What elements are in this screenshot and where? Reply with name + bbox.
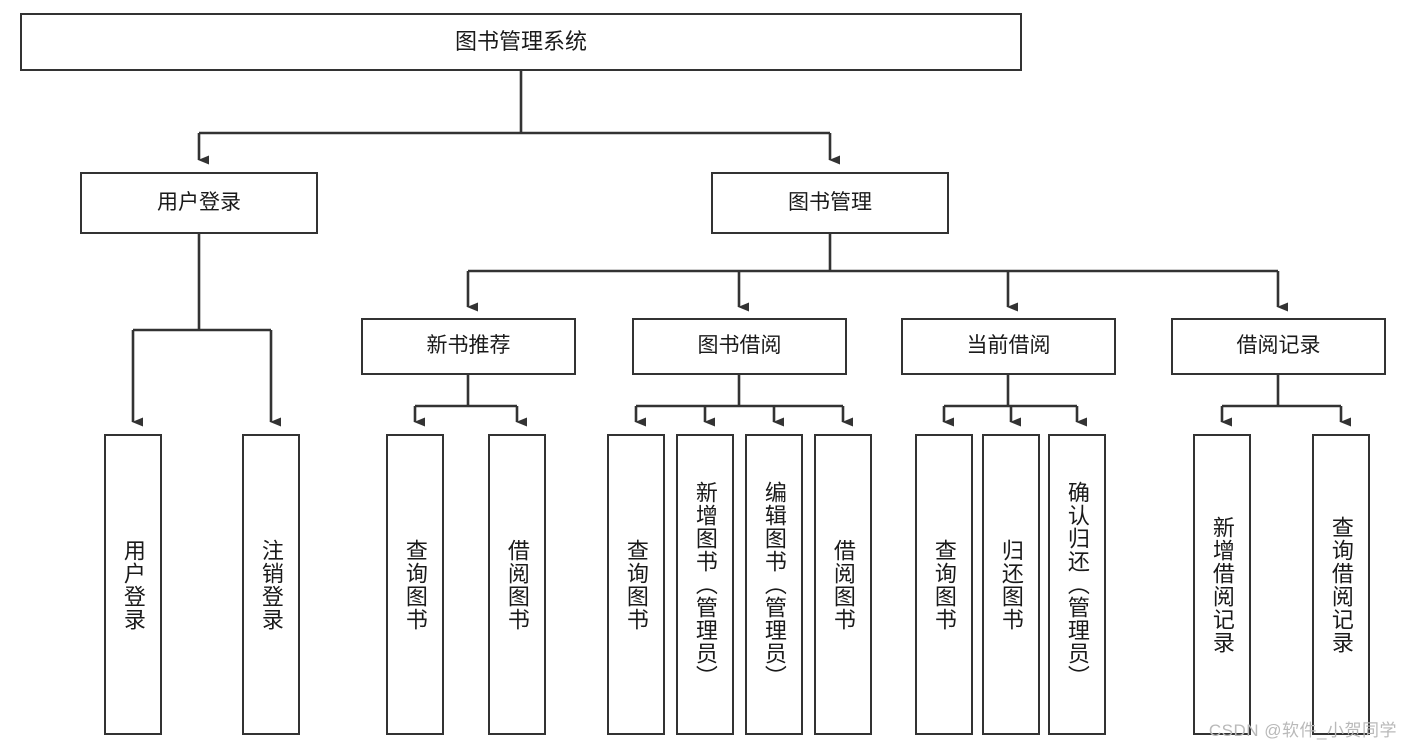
node-label: 编辑图书（管理员） (761, 481, 787, 688)
leaf-borrow-record-query[interactable]: 查询借阅记录 (1312, 434, 1370, 735)
node-label: 借阅记录 (1236, 334, 1321, 358)
leaf-new-book-borrow[interactable]: 借阅图书 (488, 434, 546, 735)
node-current-borrow[interactable]: 当前借阅 (901, 318, 1116, 375)
leaf-current-borrow-query[interactable]: 查询图书 (915, 434, 973, 735)
leaf-book-borrow-edit[interactable]: 编辑图书（管理员） (745, 434, 803, 735)
node-label: 新增图书（管理员） (692, 481, 718, 688)
node-new-book-recommend[interactable]: 新书推荐 (361, 318, 576, 375)
node-label: 当前借阅 (966, 334, 1051, 358)
node-user-login[interactable]: 用户登录 (80, 172, 318, 234)
node-label: 用户登录 (157, 190, 241, 214)
node-label: 图书借阅 (697, 334, 782, 358)
node-label: 图书管理系统 (454, 29, 587, 55)
node-label: 用户登录 (120, 538, 146, 631)
leaf-user-login-signout[interactable]: 注销登录 (242, 434, 300, 735)
node-book-management[interactable]: 图书管理 (711, 172, 949, 234)
leaf-book-borrow-query[interactable]: 查询图书 (607, 434, 665, 735)
node-label: 借阅图书 (504, 538, 530, 631)
node-label: 借阅图书 (830, 538, 856, 631)
leaf-current-borrow-return[interactable]: 归还图书 (982, 434, 1040, 735)
node-book-borrow[interactable]: 图书借阅 (632, 318, 847, 375)
leaf-user-login-signin[interactable]: 用户登录 (104, 434, 162, 735)
node-label: 注销登录 (258, 538, 284, 631)
node-borrow-record[interactable]: 借阅记录 (1171, 318, 1386, 375)
node-label: 归还图书 (998, 538, 1024, 631)
leaf-new-book-query[interactable]: 查询图书 (386, 434, 444, 735)
node-label: 确认归还（管理员） (1064, 481, 1090, 688)
node-label: 查询图书 (623, 538, 649, 631)
csdn-watermark: CSDN @软件_小贺同学 (1208, 721, 1397, 740)
node-root-system[interactable]: 图书管理系统 (20, 13, 1022, 71)
node-label: 新书推荐 (426, 334, 511, 358)
node-label: 图书管理 (788, 190, 872, 214)
node-label: 查询图书 (402, 538, 428, 631)
leaf-current-borrow-confirm[interactable]: 确认归还（管理员） (1048, 434, 1106, 735)
leaf-book-borrow-lend[interactable]: 借阅图书 (814, 434, 872, 735)
node-label: 新增借阅记录 (1209, 515, 1235, 654)
node-label: 查询借阅记录 (1328, 515, 1354, 654)
node-label: 查询图书 (931, 538, 957, 631)
leaf-book-borrow-add[interactable]: 新增图书（管理员） (676, 434, 734, 735)
leaf-borrow-record-add[interactable]: 新增借阅记录 (1193, 434, 1251, 735)
